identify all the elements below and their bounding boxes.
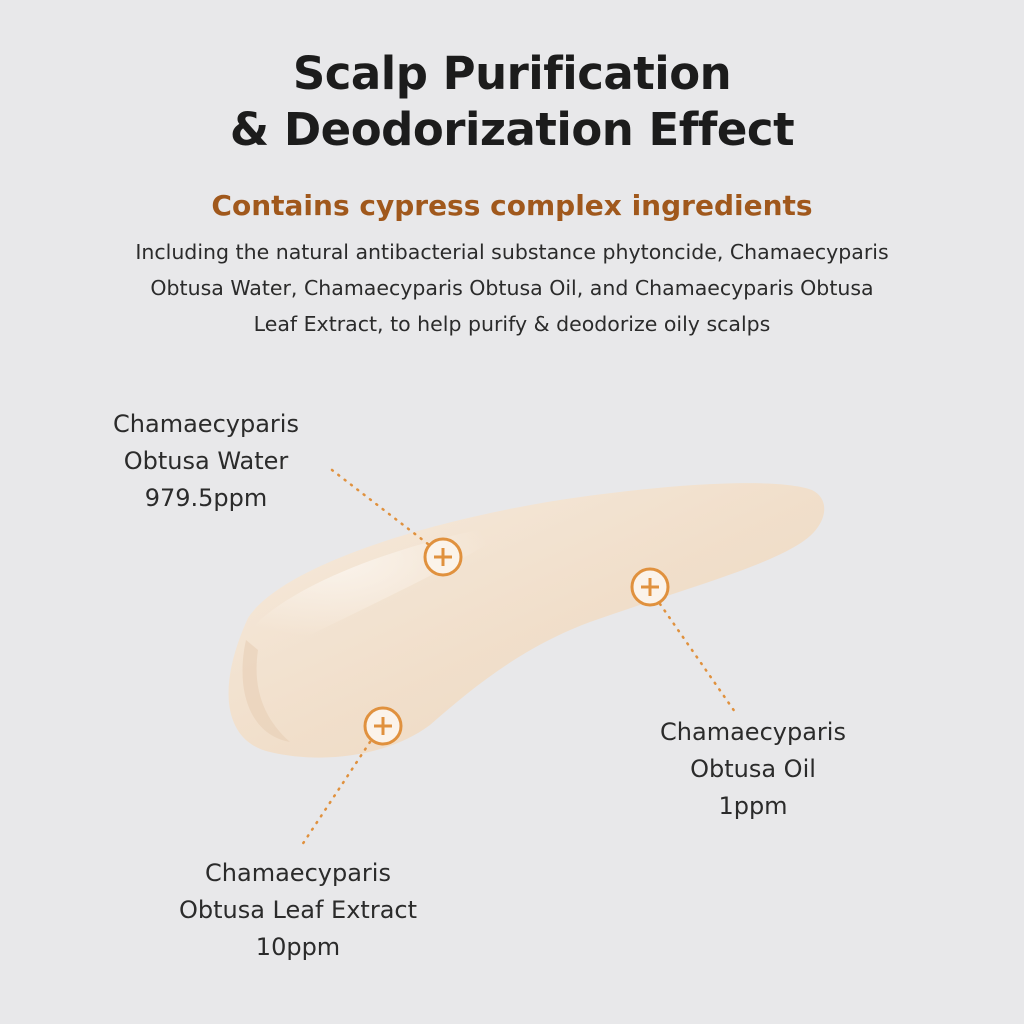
cream-shadow — [242, 640, 290, 742]
cream-swatch — [228, 483, 825, 758]
ingredient-label-water: Chamaecyparis Obtusa Water 979.5ppm — [56, 406, 356, 517]
subtitle: Contains cypress complex ingredients — [211, 189, 813, 222]
ingredient-amount: 1ppm — [718, 792, 788, 820]
description-line-1: Including the natural antibacterial subs… — [135, 240, 889, 264]
ingredient-label-oil: Chamaecyparis Obtusa Oil 1ppm — [603, 714, 903, 825]
plus-marker-icon — [423, 537, 463, 577]
description: Including the natural antibacterial subs… — [0, 234, 1024, 342]
description-line-2: Obtusa Water, Chamaecyparis Obtusa Oil, … — [150, 276, 874, 300]
title-line-1: Scalp Purification — [292, 47, 732, 100]
leader-line-leaf — [298, 740, 372, 850]
page-title: Scalp Purification & Deodorization Effec… — [0, 46, 1024, 158]
ingredient-name-line-1: Chamaecyparis — [205, 859, 391, 887]
ingredient-name-line-2: Obtusa Oil — [690, 755, 816, 783]
description-line-3: Leaf Extract, to help purify & deodorize… — [253, 312, 771, 336]
title-line-2: & Deodorization Effect — [229, 103, 795, 156]
ingredient-name-line-2: Obtusa Leaf Extract — [178, 896, 418, 924]
plus-marker-icon — [363, 706, 403, 746]
ingredient-name-line-1: Chamaecyparis — [660, 718, 846, 746]
ingredient-name-line-1: Chamaecyparis — [113, 410, 299, 438]
ingredient-label-leaf: Chamaecyparis Obtusa Leaf Extract 10ppm — [128, 855, 468, 966]
ingredient-amount: 979.5ppm — [144, 484, 268, 512]
leader-line-oil — [658, 602, 737, 714]
ingredient-name-line-2: Obtusa Water — [123, 447, 289, 475]
ingredient-amount: 10ppm — [255, 933, 341, 961]
plus-marker-icon — [630, 567, 670, 607]
